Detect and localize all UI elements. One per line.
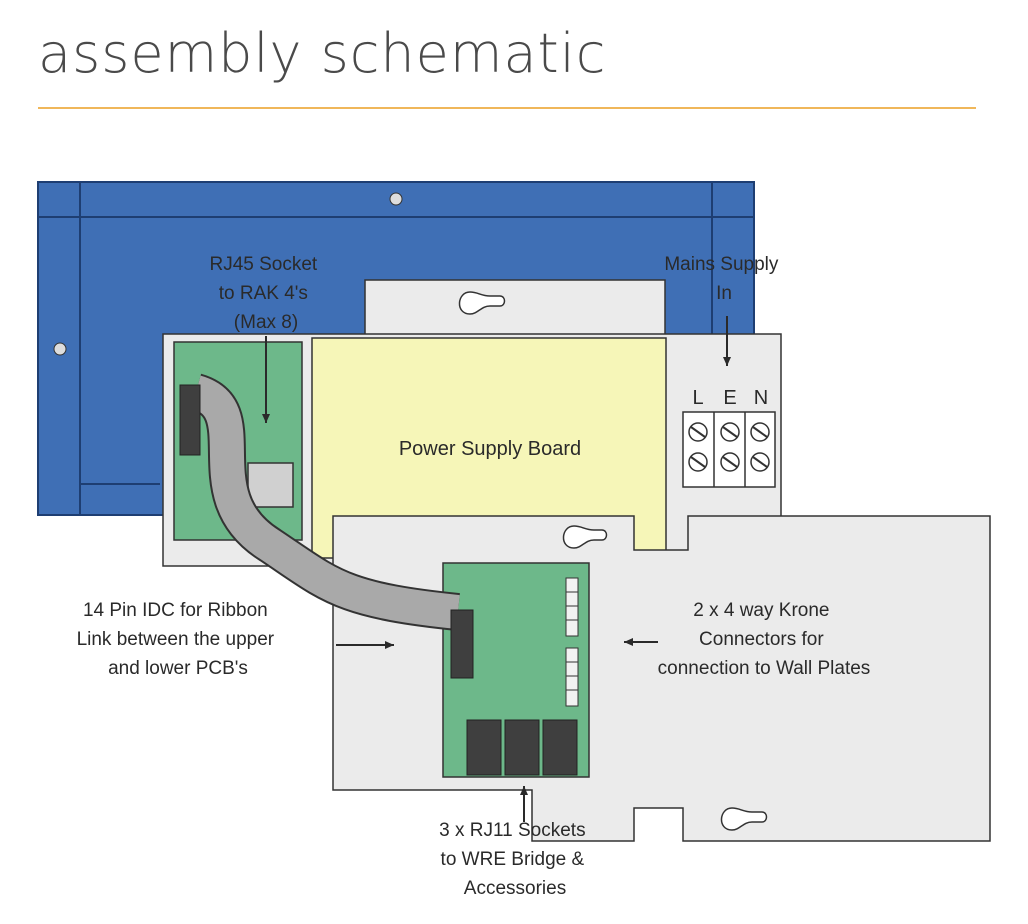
terminal-letter-n: N bbox=[754, 387, 768, 409]
power-supply-board-label: Power Supply Board bbox=[399, 438, 581, 460]
page-title: assembly schematic bbox=[38, 22, 607, 85]
rj45-label: RJ45 Socket to RAK 4's (Max 8) bbox=[209, 254, 322, 333]
keyhole-slot-middle bbox=[562, 525, 608, 549]
krone-connector-lower bbox=[565, 647, 579, 707]
rj11-label: 3 x RJ11 Sockets to WRE Bridge & Accesso… bbox=[439, 820, 591, 899]
mains-terminal-block: L E N bbox=[682, 387, 776, 488]
rj11-socket-2 bbox=[504, 719, 540, 776]
krone-label: 2 x 4 way Krone Connectors for connectio… bbox=[658, 600, 871, 679]
mains-label: Mains Supply In bbox=[664, 254, 783, 304]
ribbon-cable bbox=[179, 373, 474, 679]
idc-label: 14 Pin IDC for Ribbon Link between the u… bbox=[77, 600, 280, 679]
enclosure-screw-hole-left bbox=[53, 342, 67, 356]
rj11-socket-1 bbox=[466, 719, 502, 776]
terminal-letter-e: E bbox=[723, 387, 736, 409]
rj45-socket bbox=[247, 462, 294, 508]
title-rule bbox=[38, 107, 976, 109]
keyhole-slot-upper bbox=[458, 291, 506, 315]
rj11-socket-3 bbox=[542, 719, 578, 776]
krone-connector-upper bbox=[565, 577, 579, 637]
terminal-letter-l: L bbox=[692, 387, 703, 409]
keyhole-slot-lower bbox=[720, 807, 768, 831]
enclosure-screw-hole-top bbox=[389, 192, 403, 206]
